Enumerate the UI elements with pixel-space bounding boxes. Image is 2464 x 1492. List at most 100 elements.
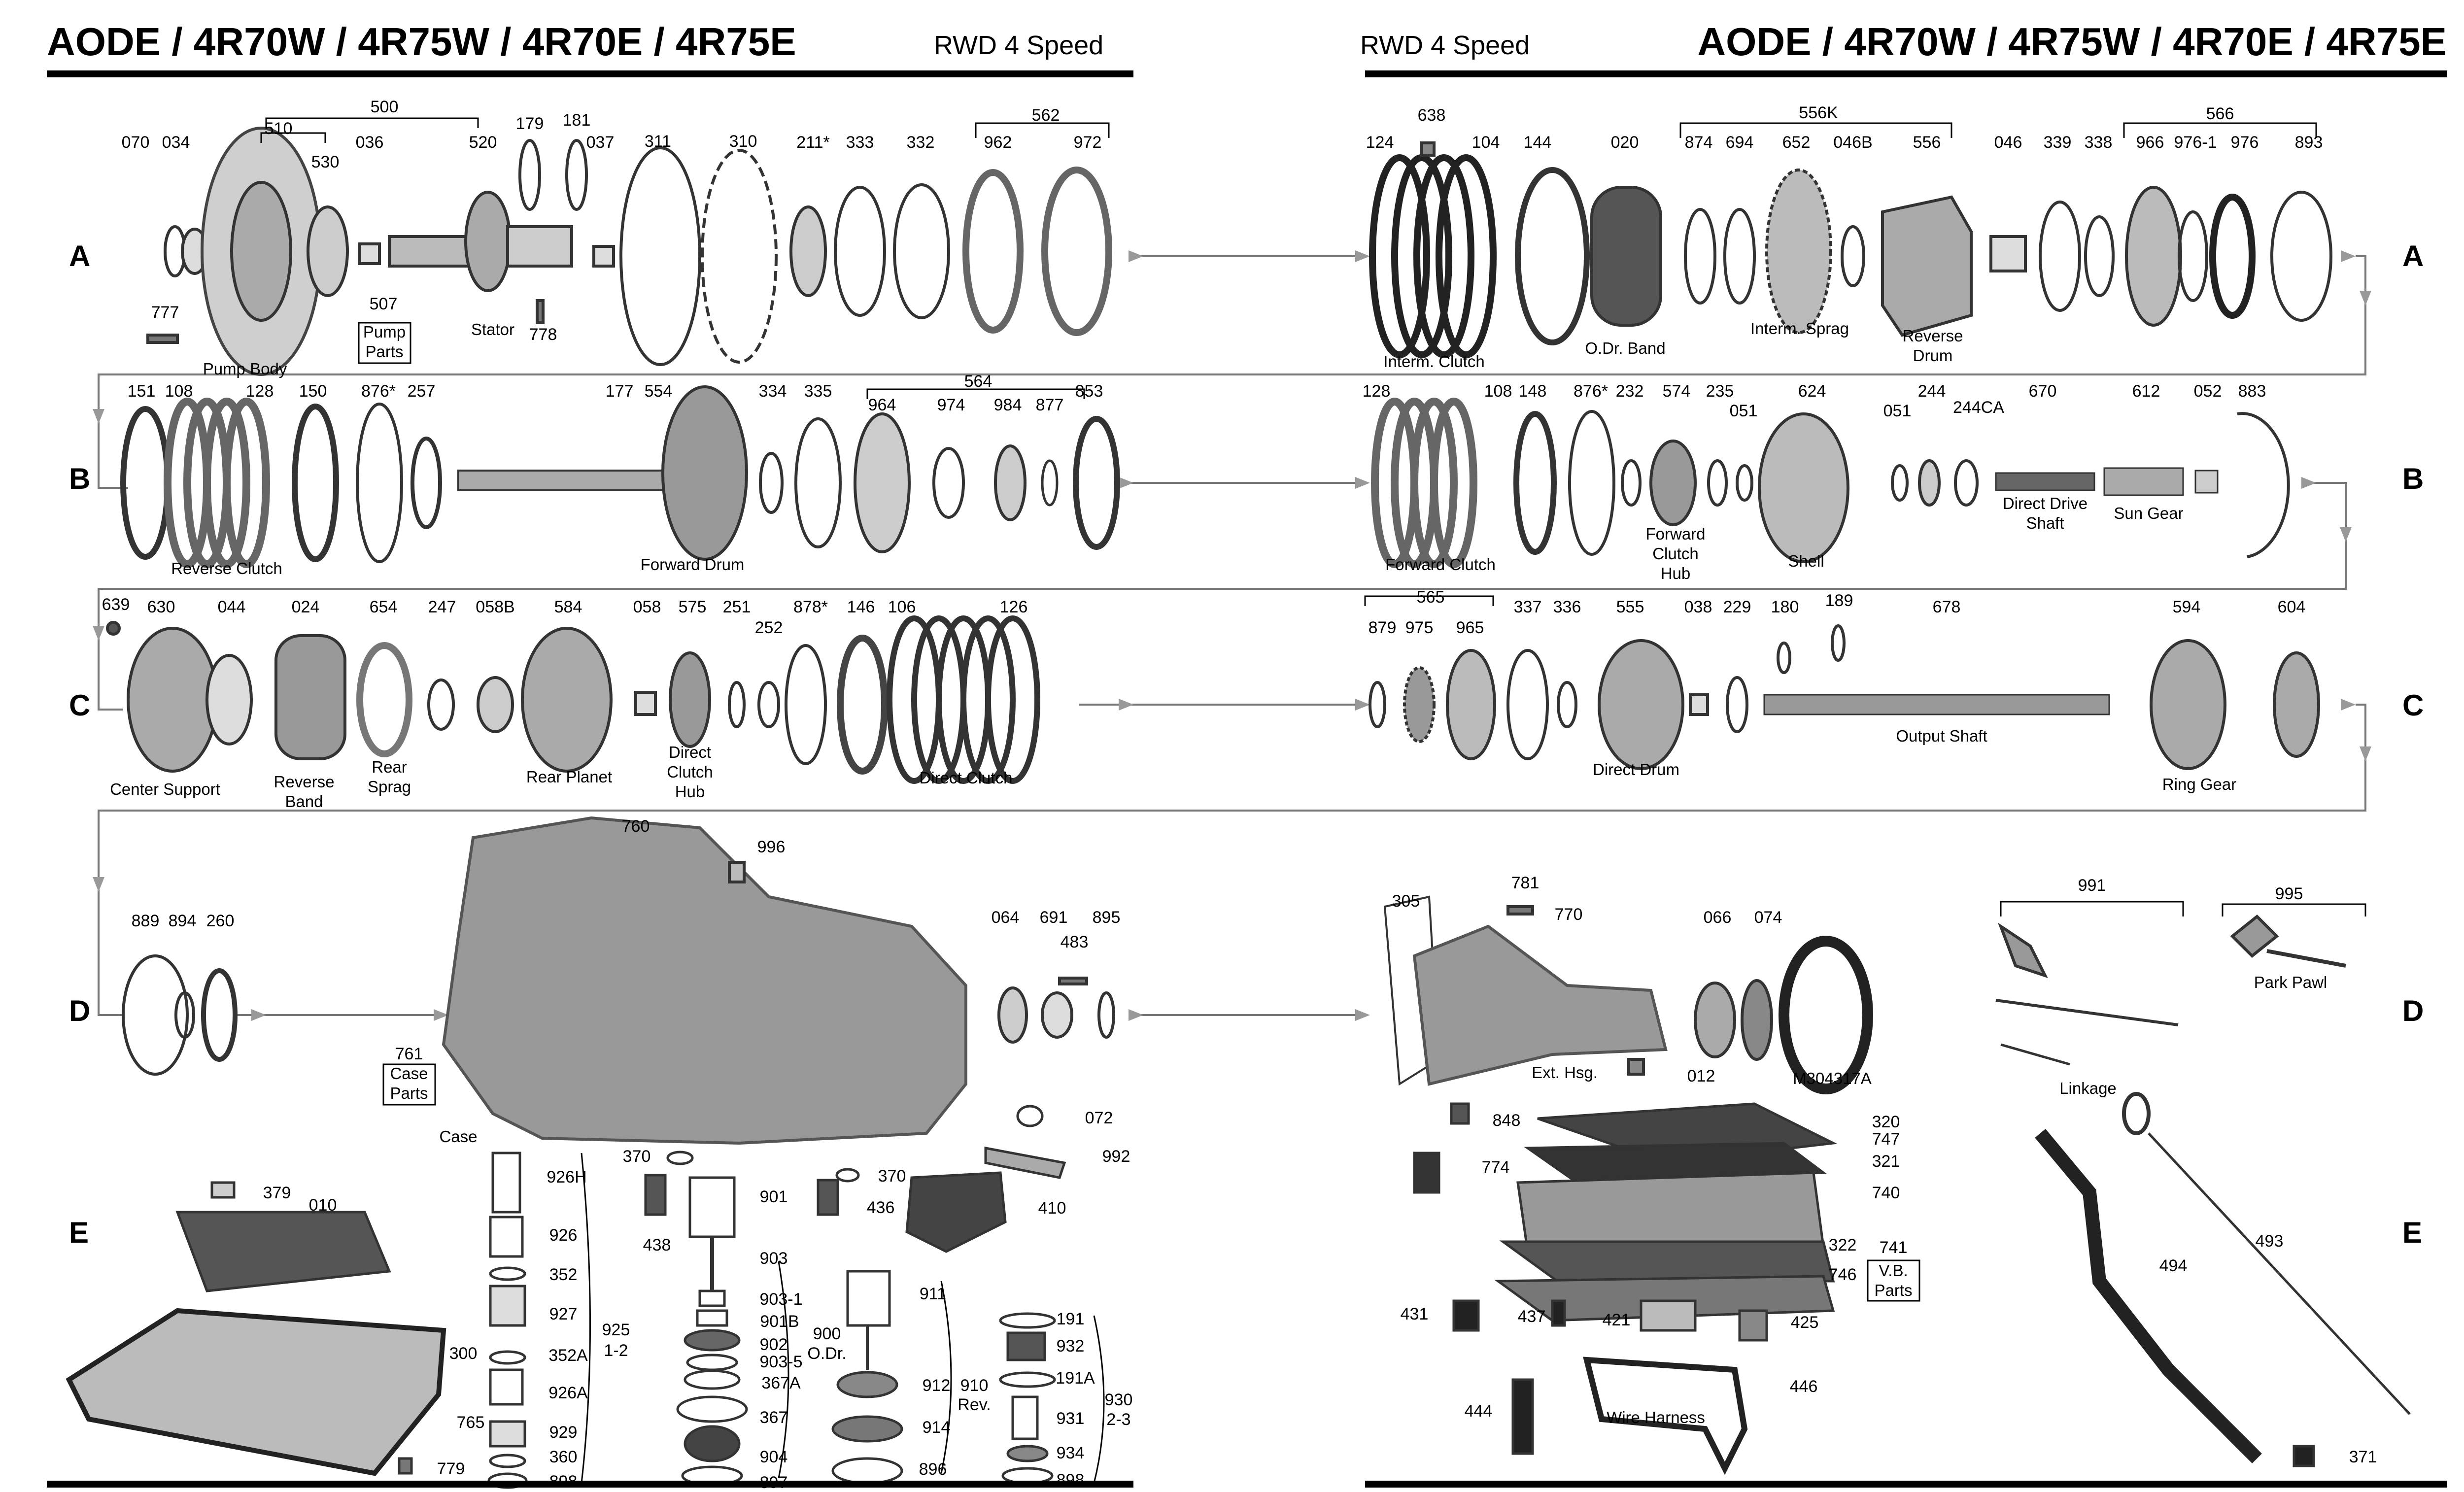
part-051-a bbox=[1736, 464, 1753, 502]
part-label: 232 bbox=[1616, 382, 1644, 401]
part-label: 333 bbox=[846, 133, 874, 152]
part-926 bbox=[489, 1216, 524, 1258]
part-label: 108 bbox=[165, 382, 193, 401]
part-label: 926A bbox=[548, 1384, 588, 1402]
part-label: 124 bbox=[1366, 133, 1394, 152]
part-894 bbox=[174, 991, 195, 1039]
caption-forward-clutch: Forward Clutch bbox=[1385, 555, 1496, 574]
part-934 bbox=[1006, 1445, 1049, 1462]
part-label: 878* bbox=[793, 598, 828, 616]
part-label: 652 bbox=[1782, 133, 1811, 152]
part-label: 410 bbox=[1038, 1199, 1066, 1218]
caption-wire-harness: Wire Harness bbox=[1607, 1408, 1705, 1426]
part-label: 322 bbox=[1829, 1236, 1857, 1255]
part-label: 883 bbox=[2238, 382, 2266, 401]
part-911 bbox=[846, 1270, 891, 1327]
part-label: 150 bbox=[299, 382, 327, 401]
row-letter-d-right: D bbox=[2402, 994, 2424, 1027]
part-883 bbox=[2237, 412, 2290, 558]
reverse-clutch-pack bbox=[164, 398, 270, 568]
part-label: 604 bbox=[2278, 598, 2306, 616]
caption-direct-clutch-hub-2: Clutch bbox=[667, 763, 713, 781]
part-label: 901B bbox=[760, 1312, 799, 1331]
part-label: 876* bbox=[361, 382, 396, 401]
reverse-drum-shape bbox=[1881, 195, 1973, 337]
part-338 bbox=[2084, 215, 2115, 297]
part-label: 903-5 bbox=[760, 1353, 803, 1371]
part-972 bbox=[1041, 167, 1112, 336]
part-label: 247 bbox=[428, 598, 456, 616]
part-974 bbox=[932, 447, 965, 519]
part-label: 438 bbox=[643, 1236, 671, 1255]
part-number-labels: 500 510 530 520 070 034 036 179 181 037 … bbox=[102, 98, 2377, 1492]
part-label: 500 bbox=[371, 98, 399, 116]
part-label: 893 bbox=[2295, 133, 2323, 152]
part-label: 251 bbox=[723, 598, 751, 616]
part-label: 962 bbox=[984, 133, 1012, 152]
shell-shape bbox=[1758, 412, 1849, 563]
part-label: 904 bbox=[760, 1448, 788, 1466]
part-label: 493 bbox=[2256, 1232, 2284, 1251]
part-038 bbox=[1689, 693, 1709, 716]
park-pawl-shape bbox=[2266, 949, 2346, 968]
part-778 bbox=[536, 299, 545, 324]
part-label: 926H bbox=[547, 1168, 586, 1187]
part-label: 900 bbox=[813, 1324, 841, 1343]
part-label: 044 bbox=[218, 598, 246, 616]
part-label: 058 bbox=[633, 598, 661, 616]
caption-reverse-band-2: Band bbox=[285, 792, 323, 811]
part-191 bbox=[999, 1312, 1056, 1329]
part-label: 177 bbox=[606, 382, 634, 401]
part-label: 896 bbox=[919, 1460, 947, 1479]
linkage-rod bbox=[1995, 999, 2179, 1026]
part-label: 694 bbox=[1726, 133, 1754, 152]
part-051-b bbox=[1891, 464, 1909, 502]
caption-direct-drive-shaft-1: Direct Drive bbox=[2003, 494, 2088, 512]
part-691 bbox=[1041, 991, 1073, 1039]
caption-direct-clutch: Direct Clutch bbox=[920, 769, 1013, 787]
part-label: 898 bbox=[549, 1472, 578, 1491]
part-151 bbox=[120, 406, 171, 560]
part-066 bbox=[1694, 982, 1736, 1058]
part-label: 984 bbox=[994, 396, 1022, 414]
part-904 bbox=[684, 1425, 741, 1462]
part-label: 483 bbox=[1061, 933, 1089, 951]
row-letter-c-right: C bbox=[2402, 689, 2424, 722]
part-label: 654 bbox=[370, 598, 398, 616]
caption-case-parts-2: Parts bbox=[390, 1084, 428, 1102]
part-label: 334 bbox=[759, 382, 787, 401]
part-label: 903 bbox=[760, 1249, 788, 1268]
part-label: 352A bbox=[548, 1346, 588, 1365]
part-604 bbox=[2273, 651, 2320, 758]
part-label: 777 bbox=[151, 303, 179, 322]
part-label: 746 bbox=[1829, 1265, 1857, 1284]
part-label: 966 bbox=[2136, 133, 2164, 152]
part-label: 691 bbox=[1040, 908, 1068, 927]
part-label: 934 bbox=[1057, 1444, 1085, 1462]
part-146 bbox=[837, 635, 888, 775]
part-label: 964 bbox=[868, 396, 896, 414]
part-label: 876* bbox=[1574, 382, 1608, 401]
part-label: 678 bbox=[1933, 598, 1961, 616]
part-label: 779 bbox=[437, 1459, 465, 1478]
part-label: 624 bbox=[1798, 382, 1826, 401]
part-label: 494 bbox=[2159, 1256, 2188, 1275]
row-a-left-parts bbox=[146, 127, 1112, 376]
part-931 bbox=[1011, 1395, 1039, 1440]
part-label: 379 bbox=[263, 1184, 291, 1202]
row-letter-b-right: B bbox=[2402, 462, 2424, 495]
part-label: 431 bbox=[1401, 1305, 1429, 1323]
part-label: O.Dr. bbox=[807, 1344, 846, 1363]
part-label: 446 bbox=[1790, 1377, 1818, 1396]
caption-rear-planet: Rear Planet bbox=[526, 768, 612, 786]
part-992 bbox=[984, 1146, 1066, 1179]
part-label: 974 bbox=[937, 396, 965, 414]
part-072 bbox=[1016, 1105, 1044, 1127]
caption-case: Case bbox=[439, 1127, 477, 1146]
part-410 bbox=[905, 1171, 1007, 1253]
part-label: 929 bbox=[549, 1423, 578, 1442]
part-label: 574 bbox=[1663, 382, 1691, 401]
part-257 bbox=[411, 437, 442, 529]
part-label: 564 bbox=[964, 372, 992, 391]
part-label: 421 bbox=[1603, 1311, 1631, 1329]
